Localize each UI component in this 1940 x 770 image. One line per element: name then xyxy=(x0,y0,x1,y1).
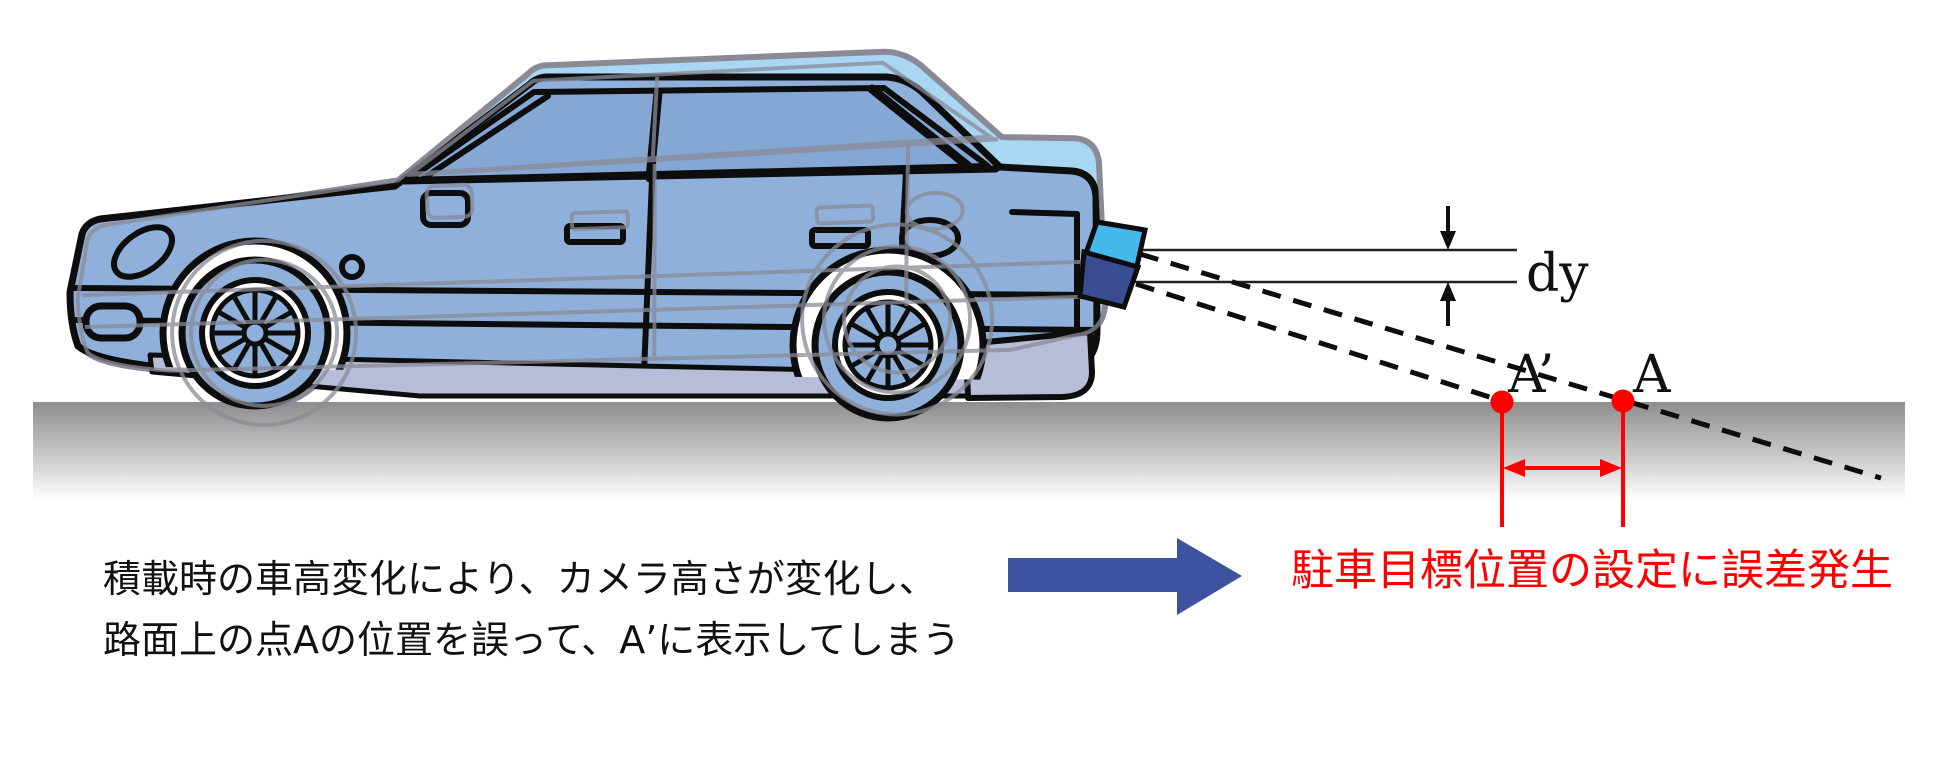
conclusion-text: 駐車目標位置の設定に誤差発生 xyxy=(1291,546,1893,596)
c-pillar xyxy=(867,84,973,171)
front-wheel xyxy=(182,260,328,406)
caption-text: 積載時の車高変化により、カメラ高さが変化し、 路面上の点Aの位置を誤って、A’に… xyxy=(103,549,960,671)
caption-line-2: 路面上の点Aの位置を誤って、A’に表示してしまう xyxy=(103,618,961,662)
point-a-prime-dot xyxy=(1490,390,1514,414)
sight-line-to-A xyxy=(1139,251,1882,481)
fog-lamp xyxy=(82,302,144,342)
point-a-prime-label: A’ xyxy=(1507,345,1554,405)
implies-arrow-icon xyxy=(1008,538,1242,615)
road-surface xyxy=(33,402,1905,500)
caption-line-1: 積載時の車高変化により、カメラ高さが変化し、 xyxy=(103,557,937,601)
point-a-label: A xyxy=(1632,345,1672,405)
up-arrow-icon xyxy=(1440,282,1456,301)
headlight xyxy=(111,224,175,280)
sight-line-to-A-prime xyxy=(1135,281,1503,404)
left-arrowhead-icon xyxy=(1503,459,1525,477)
camera-low-icon xyxy=(1077,248,1142,310)
rear-door-handle xyxy=(809,227,871,249)
down-arrow-icon xyxy=(1440,231,1456,250)
front-door-handle xyxy=(564,223,626,245)
side-mirror xyxy=(420,190,471,228)
ghost-car-outline xyxy=(66,41,1110,427)
dy-label: dy xyxy=(1526,244,1589,304)
error-distance-markers xyxy=(1490,389,1635,527)
dy-gauge: dy xyxy=(1440,206,1589,326)
a-pillar xyxy=(421,93,551,181)
fender-marker-light xyxy=(339,254,365,280)
point-a-dot xyxy=(1611,389,1635,413)
beltline xyxy=(400,165,1000,185)
car-side-view xyxy=(70,77,1097,440)
right-arrowhead-icon xyxy=(1600,459,1622,477)
rear-wheel xyxy=(815,272,961,418)
trunk-seam xyxy=(1009,209,1080,217)
